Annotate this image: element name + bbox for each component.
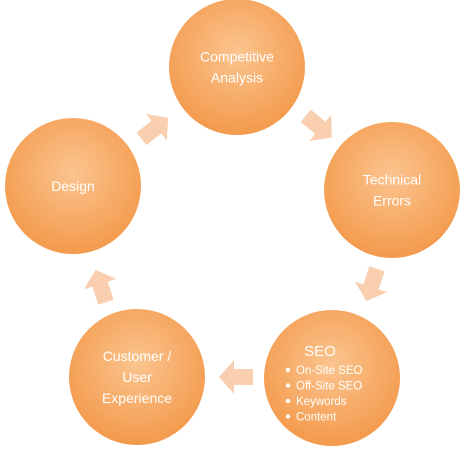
node-circle-customer-user-experience [69,309,205,445]
node-circle-seo [264,310,400,446]
arrow-technical-errors-to-seo [354,266,388,302]
cycle-arrows [83,109,388,394]
node-label-design: Design [51,178,95,194]
node-bullet-seo: Off-Site SEO [296,381,362,393]
node-title-seo: SEO [304,343,336,360]
node-circle-design [5,118,141,254]
node-bullet-seo: Content [296,412,337,424]
bullet-dot [285,414,291,419]
arrow-customer-user-experience-to-design [83,269,117,305]
bullet-dot [285,367,291,373]
node-label-competitive-analysis: Analysis [211,70,263,86]
node-label-technical-errors: Errors [373,193,411,209]
arrow-seo-to-customer-user-experience [219,360,253,394]
bullet-dot [285,398,291,404]
bullet-dot [285,383,291,388]
node-label-competitive-analysis: Competitive [200,49,274,65]
node-circle-technical-errors [324,122,460,258]
node-seo: SEO On-Site SEO Off-Site SEO KeywordsConten… [264,310,400,446]
node-bullet-seo: On-Site SEO [296,365,363,377]
node-design: Design [5,118,141,254]
node-label-customer-user-experience: Experience [102,390,172,406]
node-label-customer-user-experience: User [122,369,152,385]
node-bullet-seo: Keywords [296,396,347,408]
node-label-technical-errors: Technical [363,172,421,188]
arrow-design-to-competitive-analysis [136,113,169,146]
arrow-competitive-analysis-to-technical-errors [300,109,332,141]
node-circle-competitive-analysis [169,0,305,135]
node-label-customer-user-experience: Customer / [103,348,172,364]
